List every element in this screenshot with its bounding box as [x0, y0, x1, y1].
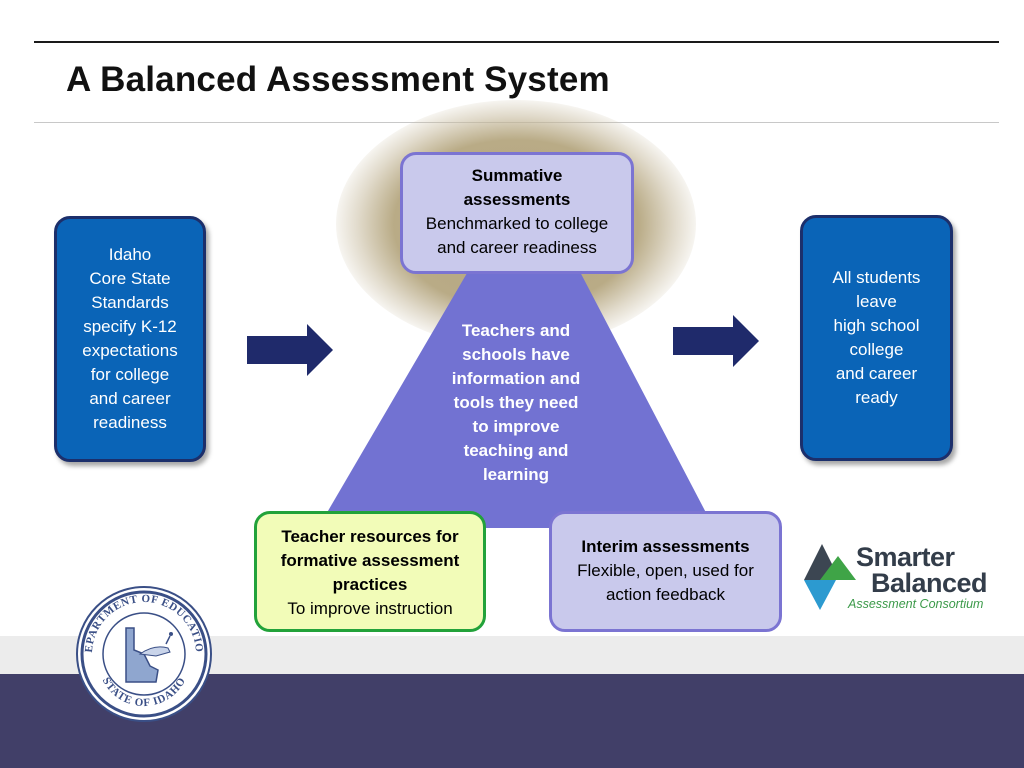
- pyramid-triangle: [318, 268, 714, 528]
- pyramid-label: Teachers and schools have information an…: [451, 321, 581, 484]
- summative-assessments-box: Summative assessments Benchmarked to col…: [400, 152, 634, 274]
- formative-resources-box: Teacher resources for formative assessme…: [254, 511, 486, 632]
- smarter-balanced-wordmark-line2: Balanced: [871, 568, 988, 598]
- smarter-balanced-tagline: Assessment Consortium: [848, 597, 984, 611]
- slide-title: A Balanced Assessment System: [66, 60, 610, 99]
- top-rule: [34, 41, 999, 43]
- arrow-left-to-pyramid: [247, 324, 333, 376]
- idaho-education-seal-logo: DEPARTMENT OF EDUCATION STATE OF IDAHO: [74, 584, 212, 722]
- smarter-balanced-wordmark-line1: Smarter: [856, 542, 955, 572]
- standards-box: Idaho Core State Standards specify K-12 …: [54, 216, 206, 462]
- smarter-balanced-triangles-logo: [804, 544, 856, 610]
- interim-assessments-box: Interim assessments Flexible, open, used…: [549, 511, 782, 632]
- arrow-pyramid-to-right: [673, 315, 759, 367]
- outcome-box: All students leave high school college a…: [800, 215, 953, 461]
